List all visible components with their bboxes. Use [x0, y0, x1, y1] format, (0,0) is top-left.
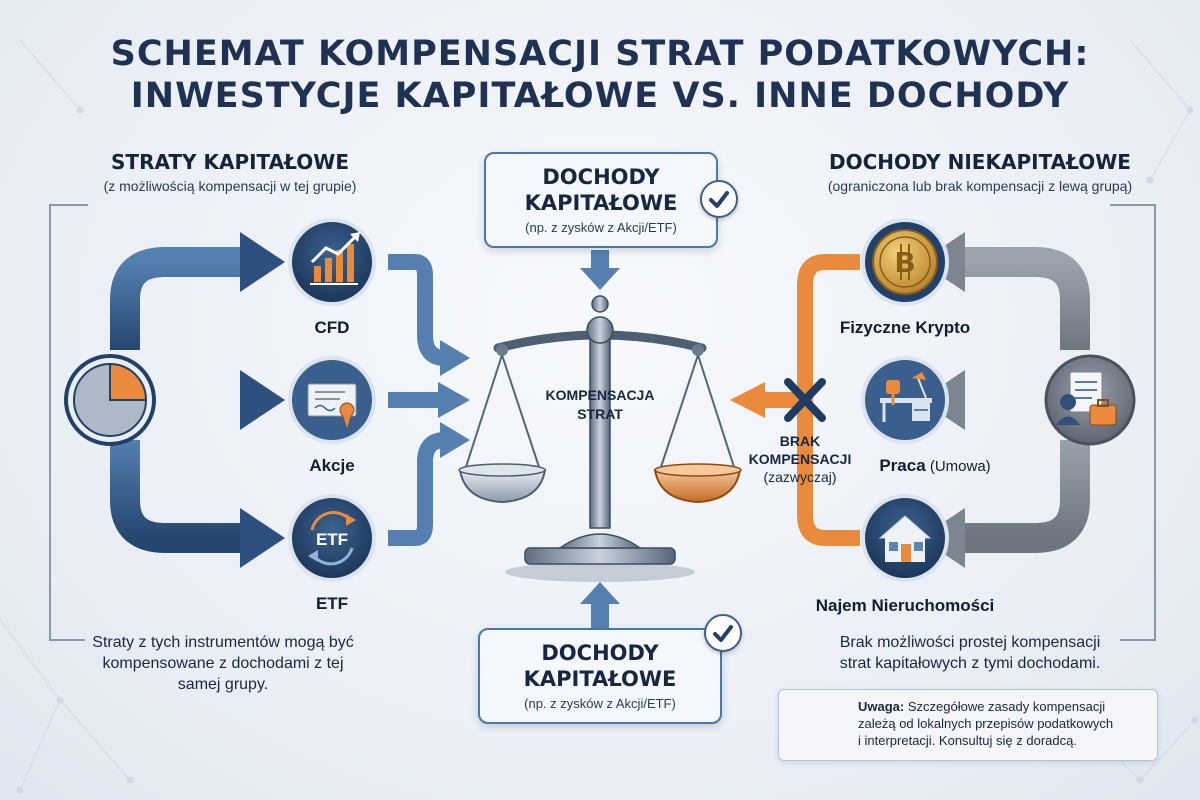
warning-text: Uwaga: Szczegółowe zasady kompensacji za…	[858, 698, 1148, 749]
warning-bold: Uwaga:	[858, 699, 905, 714]
orange-arrowhead	[730, 382, 765, 418]
left-group-heading: STRATY KAPITAŁOWE	[111, 150, 349, 174]
right-footer-line-1: Brak możliwości prostej kompensacji	[839, 634, 1101, 651]
item-label-akcje: Akcje	[309, 456, 355, 475]
left-footer-line-1: Straty z tych instrumentów mogą być	[92, 634, 354, 651]
cross-icon	[784, 378, 826, 422]
certificate-icon	[288, 356, 376, 444]
warning-line-1: Szczegółowe zasady kompensacji	[904, 699, 1106, 714]
left-group-header: STRATY KAPITAŁOWE (z możliwością kompens…	[60, 150, 400, 194]
bottom-card-title-line-1: DOCHODY	[541, 641, 659, 665]
page-title: SCHEMAT KOMPENSACJI STRAT PODATKOWYCH: I…	[0, 34, 1200, 116]
item-label-krypto: Fizyczne Krypto	[815, 318, 995, 338]
no-compensation-label: BRAK KOMPENSACJI (zazwyczaj)	[740, 432, 860, 486]
left-flow-arrowheads	[240, 232, 285, 568]
brak-line-3: (zazwyczaj)	[763, 469, 837, 485]
item-label-najem: Najem Nieruchomości	[795, 596, 1015, 616]
praca-sublabel: (Umowa)	[925, 458, 991, 475]
scale-label-line-1: KOMPENSACJA	[545, 387, 655, 403]
item-to-scale-arrows	[388, 254, 446, 546]
left-footer-line-2: kompensowane z dochodami z tej	[102, 655, 344, 672]
right-footer-line-2: strat kapitałowych z tymi dochodami.	[839, 655, 1101, 672]
left-footer-line-3: samej grupy.	[177, 676, 269, 693]
scale-label-line-2: STRAT	[577, 406, 623, 422]
card-arrows	[580, 250, 620, 628]
document-briefcase-icon	[1044, 354, 1136, 446]
brak-line-1: BRAK	[779, 433, 821, 449]
item-label-cfd: CFD	[314, 318, 350, 337]
brak-line-2: KOMPENSACJI	[748, 451, 852, 467]
top-card-title-line-2: KAPITAŁOWE	[524, 191, 678, 215]
balance-scale	[458, 295, 742, 582]
bottom-card-note: (np. z zysków z Akcji/ETF)	[524, 696, 676, 711]
right-flow-arrows	[960, 247, 1090, 553]
right-group-subheading: (ograniczona lub brak kompensacji z lewą…	[827, 178, 1133, 194]
krypto-label: Fizyczne Krypto	[839, 318, 971, 337]
item-label-etf: ETF	[315, 594, 349, 613]
bottom-check-icon	[704, 614, 742, 652]
left-flow-arrows	[110, 247, 245, 553]
najem-label: Najem Nieruchomości	[815, 596, 995, 615]
title-line-1: SCHEMAT KOMPENSACJI STRAT PODATKOWYCH:	[110, 34, 1090, 74]
chart-icon	[288, 218, 376, 306]
warning-line-2: zależą od lokalnych przepisów podatkowyc…	[858, 716, 1114, 731]
top-capital-income-card: DOCHODY KAPITAŁOWE (np. z zysków z Akcji…	[484, 152, 718, 248]
top-card-note: (np. z zysków z Akcji/ETF)	[525, 220, 677, 235]
title-line-2: INWESTYCJE KAPITAŁOWE VS. INNE DOCHODY	[130, 76, 1070, 116]
etf-icon: ETF	[288, 494, 376, 582]
pie-chart-icon	[64, 354, 156, 446]
top-check-icon	[700, 180, 738, 218]
svg-text:ETF: ETF	[316, 530, 348, 549]
right-group-heading: DOCHODY NIEKAPITAŁOWE	[829, 150, 1131, 174]
left-group-footer: Straty z tych instrumentów mogą być komp…	[68, 632, 378, 695]
bottom-capital-income-card: DOCHODY KAPITAŁOWE (np. z zysków z Akcji…	[478, 628, 722, 724]
desk-icon	[861, 356, 949, 444]
praca-label: Praca	[879, 456, 926, 475]
bottom-card-title-line-2: KAPITAŁOWE	[523, 667, 677, 691]
top-card-title-line-1: DOCHODY	[542, 165, 660, 189]
right-group-footer: Brak możliwości prostej kompensacji stra…	[795, 632, 1145, 674]
right-bracket	[1110, 204, 1156, 641]
right-group-header: DOCHODY NIEKAPITAŁOWE (ograniczona lub b…	[780, 150, 1180, 194]
left-bracket	[49, 204, 88, 641]
item-label-praca: Praca (Umowa)	[845, 456, 1025, 476]
scale-label: KOMPENSACJA STRAT	[520, 386, 680, 424]
house-icon	[861, 494, 949, 582]
warning-line-3: i interpretacji. Konsultuj się z doradcą…	[858, 733, 1077, 748]
bitcoin-icon: B	[861, 218, 949, 306]
item-to-scale-arrowheads	[438, 340, 470, 458]
left-group-subheading: (z możliwością kompensacji w tej grupie)	[103, 178, 357, 194]
warning-box	[778, 689, 1158, 761]
svg-text:B: B	[894, 246, 915, 279]
